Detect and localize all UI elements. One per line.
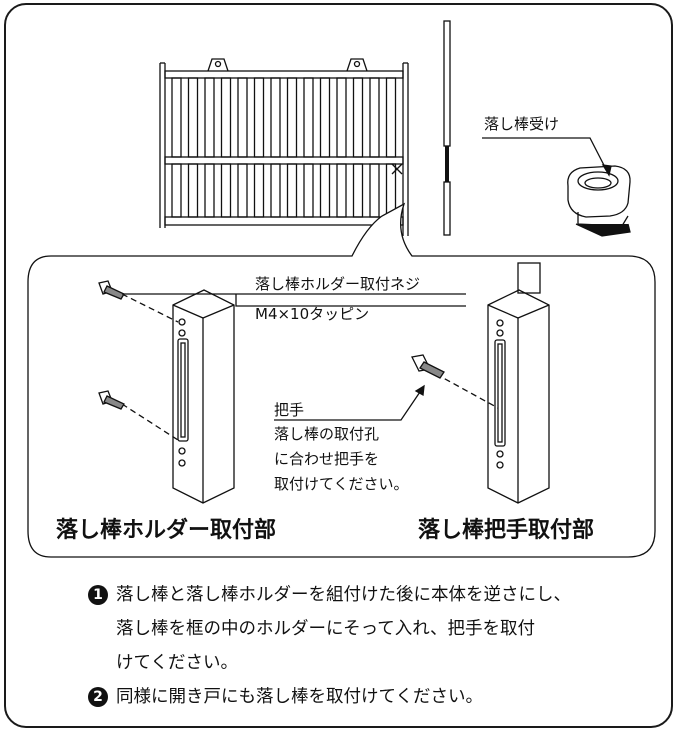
gate-picket — [369, 163, 380, 218]
gate-picket — [336, 77, 347, 158]
gate-picket — [204, 77, 215, 158]
gate-picket — [253, 77, 265, 158]
gate-picket — [319, 163, 331, 218]
instruction-1-line3: けてください。 — [116, 653, 238, 673]
gate-picket — [187, 163, 199, 218]
instruction-2: 2 同様に開き戸にも落し棒を取付けてください。 — [88, 682, 483, 712]
step-2-badge: 2 — [88, 687, 108, 707]
screw-label-line2: M4×10タッピン — [255, 305, 370, 323]
outer-frame — [4, 3, 673, 728]
handle-section-caption: 落し棒把手取付部 — [418, 518, 595, 543]
gate-picket — [171, 77, 182, 158]
drop-rod — [443, 20, 451, 236]
instruction-1-line1: 落し棒と落し棒ホルダーを組付けた後に本体を逆さにし、 — [116, 585, 571, 605]
gate-picket — [270, 77, 281, 158]
gate-picket — [286, 77, 298, 158]
gate-picket — [187, 77, 199, 158]
holder-section-caption: 落し棒ホルダー取付部 — [56, 518, 277, 543]
gate-picket — [352, 163, 364, 218]
gate-picket — [220, 163, 232, 218]
holder-part-left — [98, 280, 466, 504]
holder-part-right — [274, 262, 550, 504]
gate-picket — [303, 77, 314, 158]
handle-label-line3: 取付けてください。 — [274, 475, 409, 493]
handle-label-title: 把手 — [274, 401, 305, 419]
gate-picket — [369, 77, 380, 158]
gate-picket — [270, 163, 281, 218]
handle-label-line1: 落し棒の取付孔 — [274, 425, 380, 443]
detail-callout — [27, 202, 656, 558]
gate-picket — [336, 163, 347, 218]
gate-picket — [303, 163, 314, 218]
screw-label-line1: 落し棒ホルダー取付ネジ — [255, 275, 421, 293]
instruction-1: 1 落し棒と落し棒ホルダーを組付けた後に本体を逆さにし、 — [88, 580, 571, 610]
gate-picket — [171, 163, 182, 218]
instruction-2-line1: 同様に開き戸にも落し棒を取付けてください。 — [116, 687, 483, 707]
gate-picket — [385, 77, 397, 158]
gate-picket — [286, 163, 298, 218]
step-1-badge: 1 — [88, 585, 108, 605]
gate-picket — [253, 163, 265, 218]
gate-picket — [220, 77, 232, 158]
receiver-label: 落し棒受け — [484, 115, 560, 133]
rod-receiver — [482, 137, 631, 237]
gate-picket — [237, 163, 248, 218]
handle-label-line2: に合わせ把手を — [274, 450, 380, 468]
gate-picket — [319, 77, 331, 158]
gate-picket — [352, 77, 364, 158]
gate-panel — [159, 58, 409, 236]
instruction-1-line2: 落し棒を框の中のホルダーにそって入れ、把手を取付 — [116, 619, 535, 639]
gate-picket — [237, 77, 248, 158]
gate-picket — [204, 163, 215, 218]
